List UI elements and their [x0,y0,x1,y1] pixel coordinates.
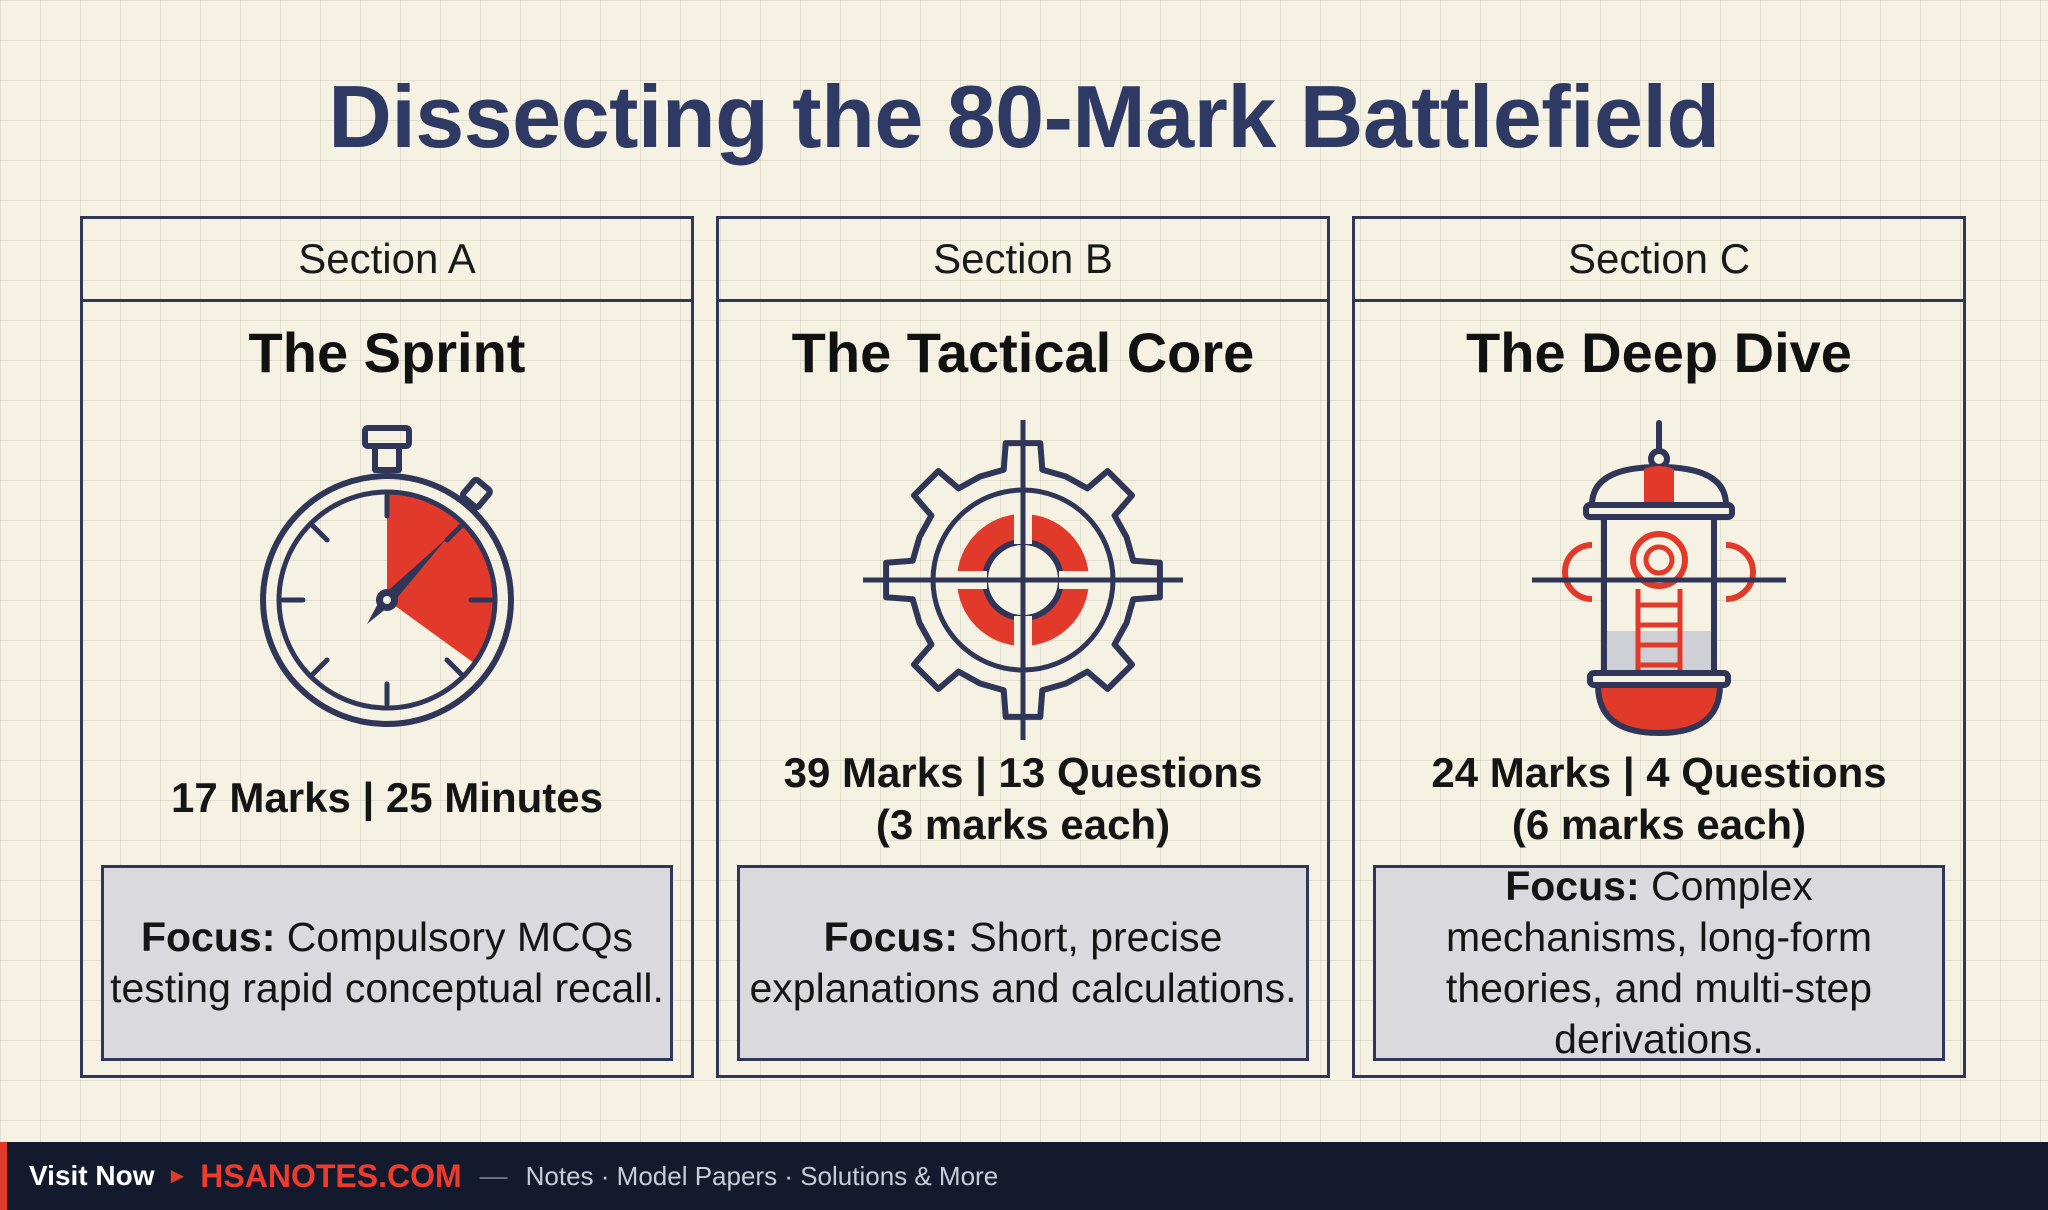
section-title: The Deep Dive [1466,321,1852,384]
footer-separator: — [479,1160,508,1191]
section-stats: 24 Marks | 4 Questions (6 marks each) [1431,749,1887,848]
footer-tagline: Notes · Model Papers · Solutions & More [525,1160,999,1191]
site-link[interactable]: HSANOTES.COM [200,1157,462,1194]
focus-label: Focus: [1505,863,1640,909]
focus-box: Focus: Short, precise explanations and c… [737,865,1309,1061]
section-stats: 17 Marks | 25 Minutes [171,774,603,821]
focus-text: Compulsory MCQs testing rapid conceptual… [110,914,664,1011]
visit-now-text: Visit Now [29,1160,155,1191]
section-label: Section A [83,219,691,302]
focus-box: Focus: Complex mechanisms, long-form the… [1373,863,1945,1062]
gear-crosshair-icon [719,385,1327,775]
footer-bar: Visit Now ► HSANOTES.COM — Notes · Model… [0,1142,2048,1210]
arrow-icon: ► [166,1163,189,1188]
focus-label: Focus: [140,914,276,960]
section-label: Section C [1355,219,1963,302]
section-title: The Sprint [248,321,526,384]
section-card-a: Section A The Sprint [80,216,694,1078]
section-card-c: Section C The Deep Dive [1352,216,1966,1078]
stopwatch-icon [83,385,691,775]
page-title: Dissecting the 80-Mark Battlefield [328,67,1720,166]
section-card-b: Section B The Tactical Core [716,216,1330,1078]
section-title: The Tactical Core [791,321,1255,384]
focus-label: Focus: [823,914,959,960]
section-label: Section B [719,219,1327,302]
focus-text: Short, precise explanations and calculat… [749,914,1297,1011]
section-stats: 39 Marks | 13 Questions (3 marks each) [783,749,1263,848]
focus-text: Complex mechanisms, long-form theories, … [1445,863,1873,1062]
focus-box: Focus: Compulsory MCQs testing rapid con… [101,865,673,1061]
diving-capsule-icon [1355,385,1963,775]
